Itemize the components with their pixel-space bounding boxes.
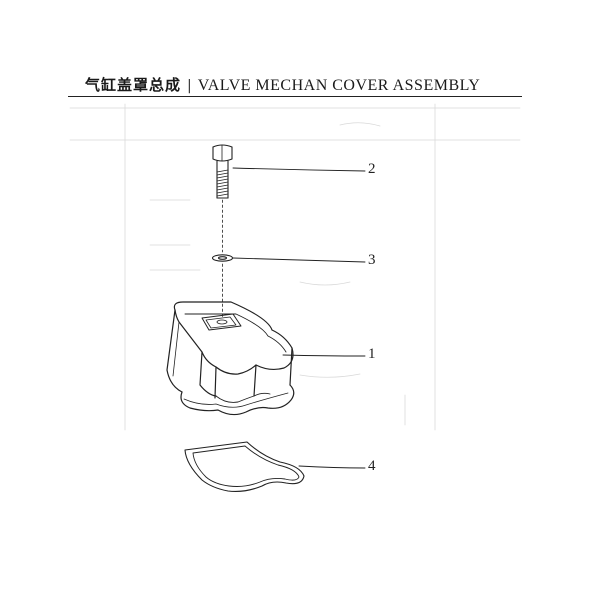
show-through-artifacts [69,103,521,431]
leader-line-1 [282,354,366,357]
title-chinese: 气缸盖罩总成 [85,76,182,94]
callout-label-3: 3 [368,252,376,268]
leader-lines [232,167,366,469]
title-english: VALVE MECHAN COVER ASSEMBLY [197,77,481,94]
callout-label-1: 1 [368,346,376,362]
leader-line-3 [232,257,366,263]
gasket-part [184,441,305,492]
washer-part [211,254,234,262]
diagram-header: 气缸盖罩总成 | VALVE MECHAN COVER ASSEMBLY [85,74,480,95]
title-separator: | [187,78,192,94]
valve-cover-part [166,301,295,416]
callout-label-2: 2 [368,161,376,177]
callout-label-4: 4 [368,458,376,474]
leader-line-4 [298,465,366,469]
header-rule [68,96,522,97]
leader-line-2 [232,167,366,172]
bolt-part [212,144,233,199]
